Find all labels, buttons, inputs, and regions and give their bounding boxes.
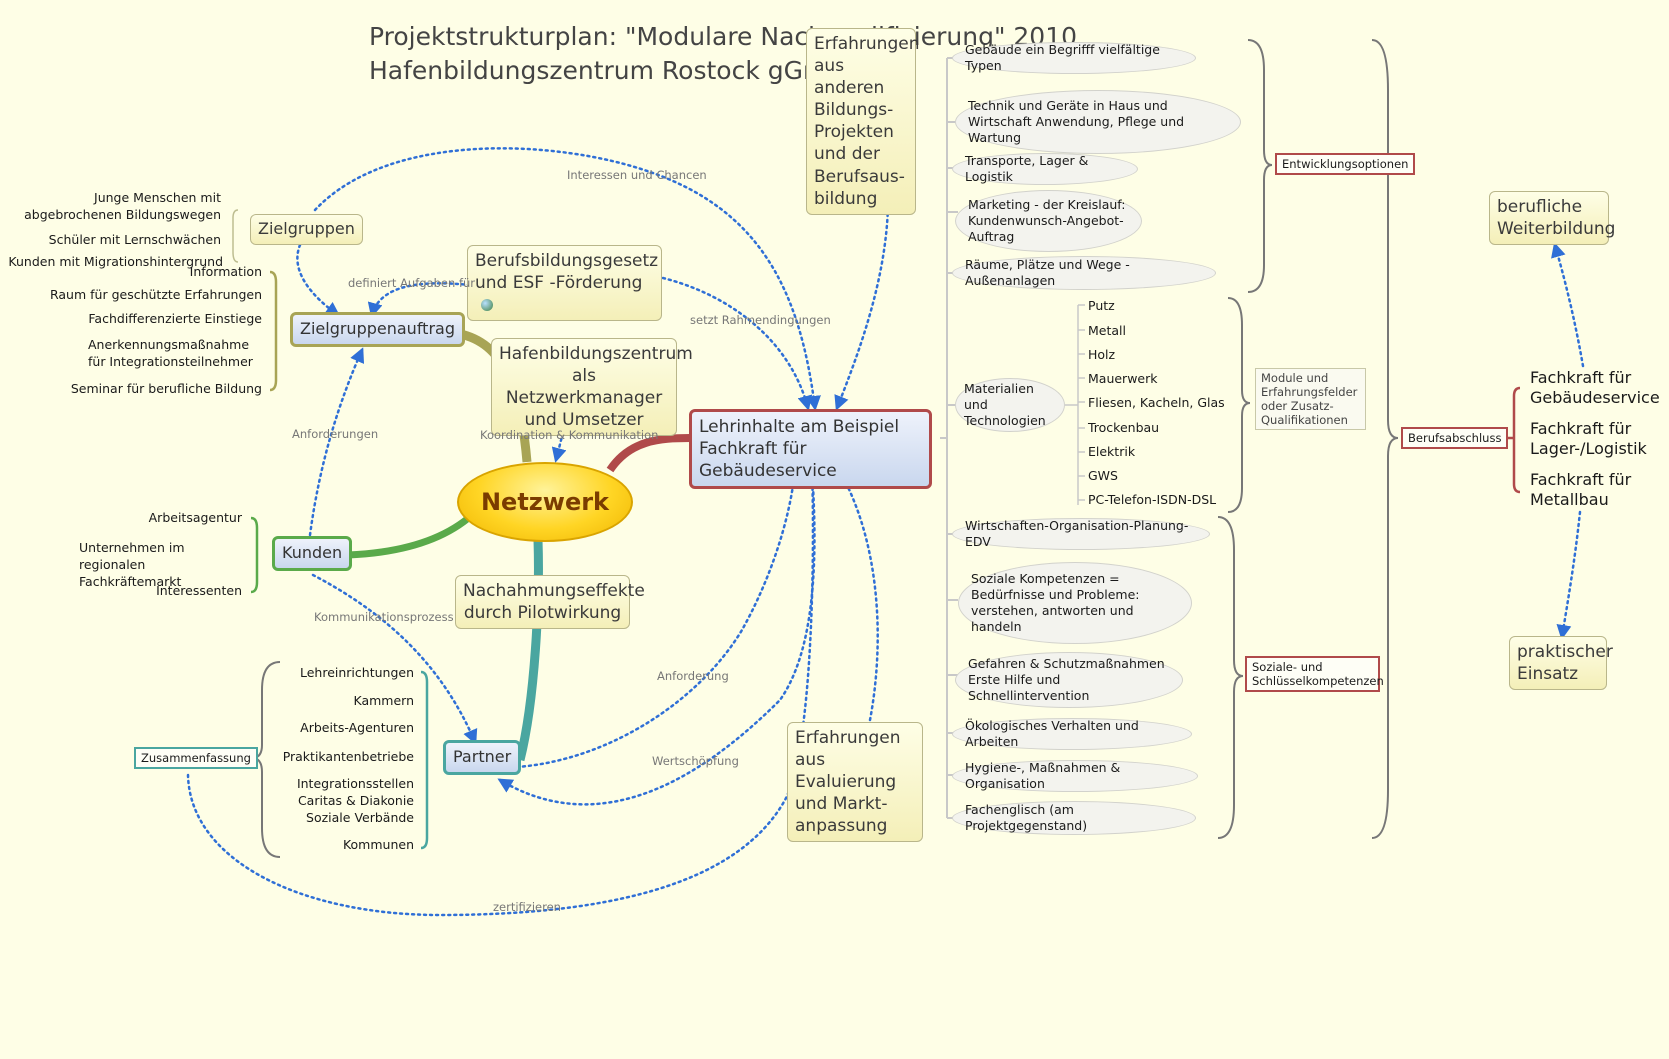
zielgruppen-item: Kunden mit Migrationshintergrund — [8, 254, 223, 269]
topic-item[interactable]: Hygiene-, Maßnahmen & Organisation — [952, 760, 1198, 792]
branch-partner — [515, 539, 543, 762]
title-line1: Projektstrukturplan: "Modulare Nachquali… — [369, 22, 1078, 51]
tag-entwicklung[interactable]: Entwicklungsoptionen — [1275, 153, 1416, 175]
partner-item: Kommunen — [342, 837, 414, 852]
relation-interessen: Interessen und Chancen — [567, 168, 707, 182]
node-zielgruppenauftrag[interactable]: Zielgruppenauftrag — [290, 312, 465, 347]
node-partner[interactable]: Partner — [443, 740, 522, 775]
branch-lehrinhalte — [606, 434, 691, 473]
topic-item[interactable]: Ökologisches Verhalten und Arbeiten — [952, 718, 1192, 750]
brace-module — [1227, 297, 1251, 513]
tag-zusammenfassung[interactable]: Zusammenfassung — [134, 747, 258, 769]
auftrag-item: Seminar für berufliche Bildung — [70, 381, 262, 396]
note-berufsbildungsgesetz-text: Berufsbildungsgesetz und ESF -Förderung — [475, 251, 659, 294]
abschluss-item[interactable]: Fachkraft für Metallbau — [1530, 470, 1632, 509]
kunden-item: Unternehmen im regionalen Fachkräftemark… — [79, 540, 185, 589]
note-nachahmung[interactable]: Nachahmungseffekte durch Pilotwirkung — [455, 575, 645, 630]
material-item: GWS — [1088, 468, 1118, 483]
relation-anforderungen: Anforderungen — [292, 427, 379, 441]
bracket-auftrag — [269, 270, 278, 392]
bracket-zielgruppen — [232, 209, 239, 263]
note-berufsbildungsgesetz[interactable]: Berufsbildungsgesetz und ESF -Förderung — [467, 245, 662, 322]
relation-definiert: definiert Aufgaben für — [348, 276, 476, 290]
topic-item[interactable]: Gebäude ein Begrifff vielfältige Typen — [952, 42, 1196, 74]
material-item: Holz — [1088, 347, 1116, 362]
material-item: Mauerwerk — [1088, 371, 1158, 386]
abschluss-item[interactable]: Fachkraft für Gebäudeservice — [1530, 368, 1660, 407]
material-item: Trockenbau — [1088, 420, 1160, 435]
trunk-lehrinhalte — [940, 58, 948, 818]
material-item: Putz — [1088, 298, 1115, 313]
zielgruppen-item: Junge Menschen mit abgebrochenen Bildung… — [24, 190, 221, 222]
auftrag-item: Anerkennungsmaßnahme für Integrationstei… — [88, 337, 253, 369]
tag-berufsabschluss[interactable]: Berufsabschluss — [1401, 427, 1509, 449]
partner-item: Integrationsstellen Caritas & Diakonie S… — [296, 776, 414, 825]
tag-soziale[interactable]: Soziale- und Schlüsselkompetenzen — [1245, 656, 1384, 692]
note-erfahrungen-andere[interactable]: Erfahrungen aus anderen Bildungs- Projek… — [806, 28, 919, 215]
relation-anforderung: Anforderung — [657, 669, 729, 683]
bracket-materials — [1065, 304, 1085, 505]
topic-item[interactable]: Gefahren & Schutzmaßnahmen Erste Hilfe u… — [955, 652, 1183, 708]
kunden-item: Interessenten — [156, 583, 242, 598]
relation-wertschoepfung: Wertschöpfung — [652, 754, 739, 768]
relation-koordination: Koordination & Kommunikation — [480, 428, 659, 442]
topic-materialien[interactable]: Materialien und Technologien — [955, 378, 1065, 432]
auftrag-item: Information — [189, 264, 262, 279]
partner-item: Praktikantenbetriebe — [282, 749, 414, 764]
brace-berufsabschluss — [1371, 39, 1399, 839]
partner-item: Kammern — [353, 693, 414, 708]
note-evaluierung[interactable]: Erfahrungen aus Evaluierung und Markt- a… — [787, 722, 923, 843]
relation-kommunikation: Kommunikationsprozess — [314, 610, 454, 624]
bracket-kunden — [250, 516, 259, 594]
material-item: PC-Telefon-ISDN-DSL — [1088, 492, 1217, 507]
kunden-item: Arbeitsagentur — [148, 510, 242, 525]
brace-entwicklung — [1247, 39, 1273, 293]
auftrag-item: Fachdifferenzierte Einstiege — [88, 311, 262, 326]
node-zielgruppen[interactable]: Zielgruppen — [250, 214, 363, 245]
node-kunden[interactable]: Kunden — [272, 536, 353, 571]
partner-item: Lehreinrichtungen — [299, 665, 414, 680]
abschluss-item[interactable]: Fachkraft für Lager-/Logistik — [1530, 419, 1647, 458]
zielgruppen-item: Schüler mit Lernschwächen — [48, 232, 221, 247]
topic-item[interactable]: Räume, Plätze und Wege - Außenanlagen — [952, 256, 1216, 290]
title-line2: Hafenbildungszentrum Rostock gGmbH — [369, 56, 863, 85]
partner-item: Arbeits-Agenturen — [300, 720, 414, 735]
tag-module[interactable]: Module und Erfahrungsfelder oder Zusatz-… — [1255, 368, 1366, 430]
node-lehrinhalte[interactable]: Lehrinhalte am Beispiel Fachkraft für Ge… — [689, 409, 932, 490]
relation-rahmen: setzt Rahmendingungen — [690, 313, 831, 327]
topic-item[interactable]: Marketing - der Kreislauf: Kundenwunsch-… — [955, 190, 1142, 252]
topic-item[interactable]: Wirtschaften-Organisation-Planung-EDV — [952, 518, 1210, 550]
note-weiterbildung[interactable]: berufliche Weiterbildung — [1489, 191, 1615, 246]
material-item: Elektrik — [1088, 444, 1136, 459]
brace-soziale — [1217, 516, 1244, 839]
auftrag-item: Raum für geschützte Erfahrungen — [49, 287, 262, 302]
topic-item[interactable]: Fachenglisch (am Projektgegenstand) — [952, 801, 1196, 835]
material-item: Metall — [1088, 323, 1126, 338]
topic-item[interactable]: Soziale Kompetenzen = Bedürfnisse und Pr… — [958, 562, 1192, 644]
center-node[interactable]: Netzwerk — [457, 462, 633, 542]
relation-zertifizieren: zertifizieren — [493, 900, 561, 914]
topic-item[interactable]: Transporte, Lager & Logistik — [952, 153, 1138, 185]
bracket-partner — [420, 670, 429, 850]
note-praktischer[interactable]: praktischer Einsatz — [1509, 636, 1613, 691]
topic-item[interactable]: Technik und Geräte in Haus und Wirtschaf… — [955, 90, 1241, 154]
note-hafenbildungszentrum[interactable]: Hafenbildungszentrum als Netzwerkmanager… — [491, 338, 693, 437]
material-item: Fliesen, Kacheln, Glas — [1088, 395, 1225, 410]
globe-icon[interactable] — [481, 299, 493, 312]
branch-kunden — [347, 512, 475, 559]
